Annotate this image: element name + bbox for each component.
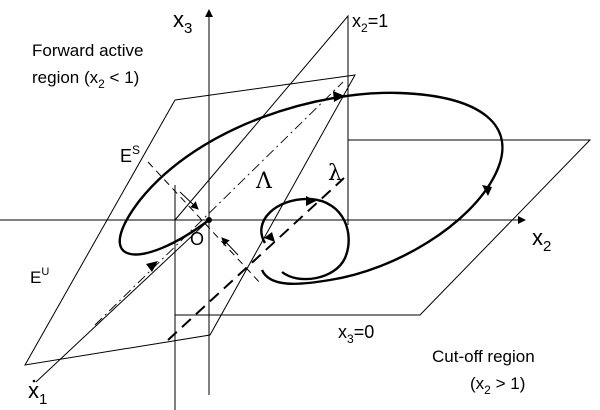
plane-eu-outline [24, 74, 356, 366]
cutoff-region-line1: Cut-off region [432, 347, 535, 366]
stable-manifold-label: ES [120, 143, 140, 166]
small-orbit-loop [260, 197, 350, 281]
large-orbit-arrow-right [482, 185, 492, 196]
small-lambda-label: λ [328, 161, 342, 186]
unstable-manifold-label: EU [30, 266, 49, 287]
x1-axis-tick-dot [32, 379, 36, 383]
x2-axis-label: x2 [532, 225, 551, 255]
small-orbit-arrow-top [306, 196, 316, 206]
large-orbit-arrow-top [333, 91, 345, 102]
plane-x3-zero-outline [175, 139, 592, 316]
plane-x3-label: x3=0 [338, 322, 374, 346]
forward-region-line1: Forward active [32, 41, 143, 60]
large-orbit-arrow-left [146, 261, 158, 272]
big-lambda-label: Λ [255, 169, 273, 194]
plane-x2-label: x2=1 [352, 11, 388, 35]
forward-region-line2: region (x2 < 1) [32, 68, 139, 91]
es-line [147, 161, 263, 286]
small-orbit-arrow-left [264, 232, 275, 242]
lambda-line [167, 177, 345, 341]
plane-x2-one-outline [174, 14, 349, 225]
x1-axis [35, 219, 210, 383]
x1-axis-label: x1 [28, 378, 47, 408]
es-arrow-lower [221, 237, 239, 256]
x3-axis-label: x3 [173, 7, 192, 37]
large-orbit-loop [118, 91, 504, 286]
es-arrow-upper [179, 191, 199, 210]
origin-point [206, 217, 212, 223]
cutoff-region-line2: (x2 > 1) [470, 374, 525, 397]
origin-label: O [190, 229, 204, 249]
eu-line [94, 81, 344, 326]
